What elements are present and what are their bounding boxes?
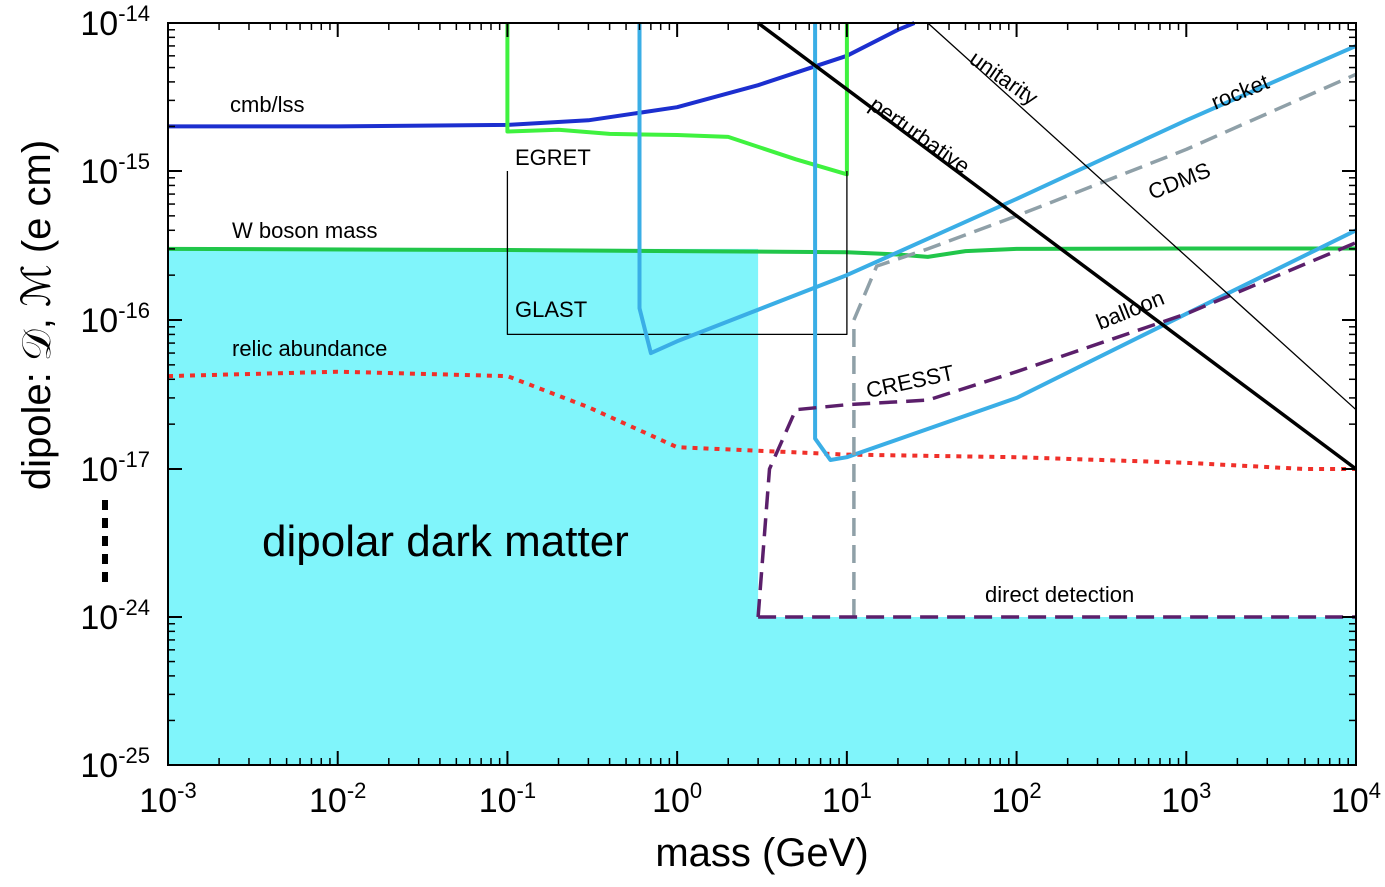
dipolar-dark-matter-region xyxy=(168,248,1356,765)
y-tick-label: 10-24 xyxy=(80,595,150,637)
annotation-cdms: CDMS xyxy=(1145,157,1214,204)
annotation-egret: EGRET xyxy=(515,145,591,170)
ticks-layer xyxy=(167,22,1357,766)
series-cdms xyxy=(852,72,1357,617)
region-layer xyxy=(168,248,1356,765)
annotation-w-boson-mass: W boson mass xyxy=(232,218,378,243)
x-tick-label: 10-1 xyxy=(479,778,536,820)
y-axis-label: dipole: 𝒟, ℳ (e cm) xyxy=(15,140,59,490)
series-glast xyxy=(506,171,848,336)
y-tick-label: 10-25 xyxy=(80,743,150,785)
x-tick-label: 10-2 xyxy=(309,778,366,820)
annotation-unitarity: unitarity xyxy=(965,46,1042,111)
tick-labels-layer: 10-3 10-2 10-1 100 101 102 103 104 10-25 10-24 10-… xyxy=(80,1,1381,820)
annotation-perturbative: perturbative xyxy=(865,92,975,179)
y-tick-label: 10-17 xyxy=(80,447,150,489)
axes-frame xyxy=(102,22,1357,766)
series-perturbative xyxy=(757,21,1358,471)
x-tick-label: 100 xyxy=(652,778,702,820)
x-tick-label: 102 xyxy=(992,778,1042,820)
annotation-direct-detection: direct detection xyxy=(985,582,1134,607)
y-tick-label: 10-16 xyxy=(80,298,150,340)
annotation-cmb-lss: cmb/lss xyxy=(230,92,305,117)
series-relic-abundance xyxy=(167,369,1356,471)
x-tick-label: 104 xyxy=(1331,778,1381,820)
series-rocket xyxy=(637,23,1357,356)
annotation-rocket: rocket xyxy=(1208,69,1273,115)
series-unitarity xyxy=(927,22,1357,411)
x-axis-label: mass (GeV) xyxy=(655,831,868,875)
annotation-relic-abundance: relic abundance xyxy=(232,336,387,361)
annotation-dipolar-dark-matter: dipolar dark matter xyxy=(262,517,629,566)
x-tick-label: 10-3 xyxy=(139,778,196,820)
series-balloon xyxy=(813,23,1357,462)
y-tick-label: 10-15 xyxy=(80,149,150,191)
series-layer xyxy=(167,21,1358,619)
annotation-glast: GLAST xyxy=(515,297,587,322)
x-tick-label: 103 xyxy=(1161,778,1211,820)
series-cresst xyxy=(756,241,1357,618)
x-tick-label: 101 xyxy=(822,778,872,820)
series-egret xyxy=(505,23,849,177)
plot-frame xyxy=(167,22,1357,766)
y-tick-label: 10-14 xyxy=(80,1,150,43)
series-cmb-lss xyxy=(168,21,916,129)
